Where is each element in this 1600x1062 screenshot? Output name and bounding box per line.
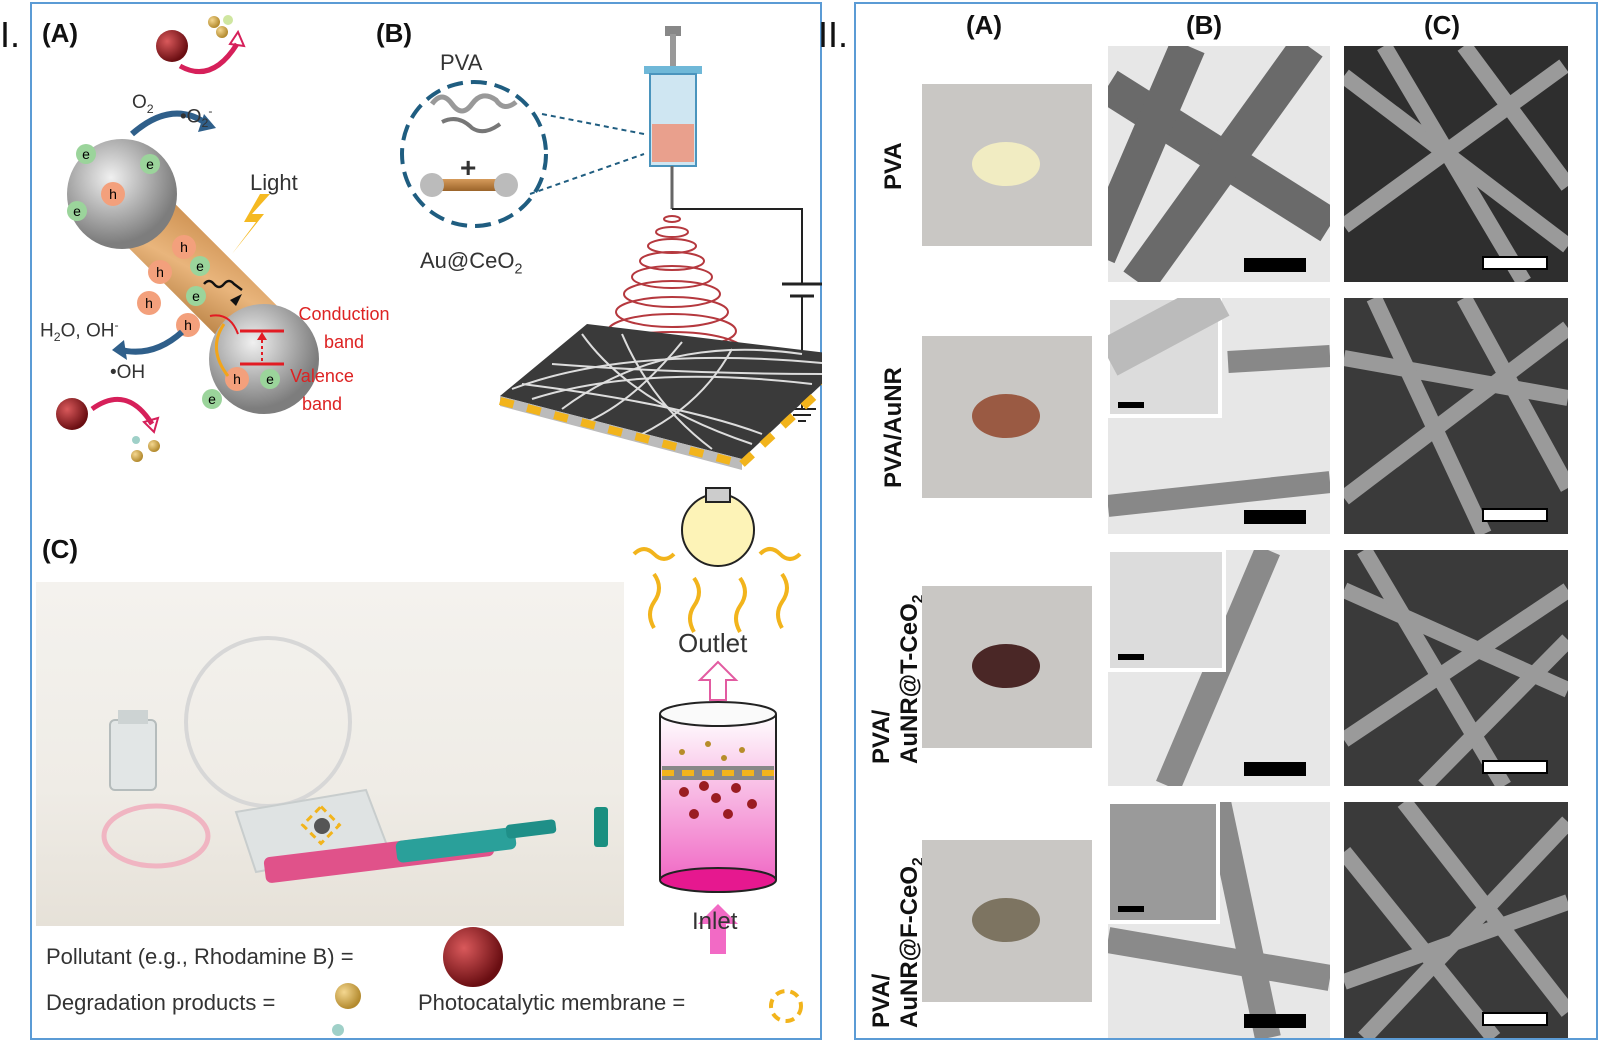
- panel-A-label: (A): [42, 18, 79, 48]
- pollutant-sphere: [156, 30, 188, 62]
- tem-image-pva-aunr-fceo2: [1108, 802, 1330, 1038]
- svg-text:h: h: [156, 264, 164, 280]
- panel-B-label: (B): [376, 18, 413, 48]
- au-ceo2-label: Au@CeO2: [420, 248, 523, 278]
- col-C-label: (C): [1424, 10, 1461, 40]
- row-label-pva-aunr: PVA/AuNR: [880, 367, 907, 488]
- membrane-photo-pva: [922, 84, 1092, 246]
- membrane-disc: [972, 644, 1040, 688]
- svg-text:e: e: [82, 146, 90, 162]
- valence-band-label: Valence band: [290, 366, 354, 414]
- superoxide-label: •O2-: [180, 104, 213, 131]
- tem-image-pva-aunr-tceo2: [1108, 550, 1330, 786]
- sem-image-pva: [1344, 46, 1568, 282]
- hydroxyl-label: •OH: [110, 362, 146, 383]
- electrospinning-setup: [400, 26, 822, 470]
- inlet-label: Inlet: [692, 908, 738, 935]
- svg-text:e: e: [196, 258, 204, 274]
- device-photo: [36, 582, 624, 926]
- part2-roman: II.: [818, 14, 849, 55]
- legend-degradation: Degradation products =: [46, 990, 276, 1015]
- flow-cell: [632, 487, 802, 954]
- water-label: H2O, OH-: [40, 318, 119, 345]
- light-label: Light: [250, 170, 298, 195]
- part1-panel: (A) e e e h h h h h e: [30, 2, 822, 1040]
- sem-image-pva-aunr: [1344, 298, 1568, 534]
- row-label-pva: PVA: [880, 142, 907, 190]
- legend-pollutant: Pollutant (e.g., Rhodamine B) =: [46, 944, 354, 969]
- membrane-disc: [972, 142, 1040, 186]
- photocatalysis-mechanism: e e e h h h h h e e h e e: [56, 15, 319, 462]
- panel-C-label: (C): [42, 534, 79, 564]
- o2-label: O2: [132, 92, 154, 116]
- membrane-disc: [972, 898, 1040, 942]
- light-bulb-icon: [681, 493, 755, 567]
- tem-image-pva-aunr: [1108, 298, 1330, 534]
- membrane-photo-pva-aunr: [922, 336, 1092, 498]
- svg-text:h: h: [109, 186, 117, 202]
- svg-text:h: h: [233, 371, 241, 387]
- pollutant-legend-icon: [443, 927, 503, 987]
- membrane-legend-icon: [769, 989, 803, 1023]
- outlet-label: Outlet: [678, 628, 748, 658]
- col-A-label: (A): [966, 10, 1003, 40]
- membrane-photo-pva-aunr-fceo2: [922, 840, 1092, 1002]
- conduction-band-label: Conduction band: [298, 304, 390, 352]
- part2-panel: (A) (B) (C) PVA PVA/AuNR PVA/AuNR@T-CeO2…: [854, 2, 1598, 1040]
- part1-roman: I.: [0, 14, 21, 55]
- membrane-disc: [972, 394, 1040, 438]
- plus-sign: +: [460, 152, 477, 183]
- svg-text:e: e: [208, 391, 216, 407]
- svg-text:h: h: [184, 317, 192, 333]
- col-B-label: (B): [1186, 10, 1223, 40]
- sem-image-pva-aunr-tceo2: [1344, 550, 1568, 786]
- membrane-photo-pva-aunr-tceo2: [922, 586, 1092, 748]
- sem-image-pva-aunr-fceo2: [1344, 802, 1568, 1038]
- svg-text:h: h: [180, 239, 188, 255]
- svg-text:e: e: [266, 371, 274, 387]
- pva-label: PVA: [440, 50, 483, 75]
- degradation-legend-icon: [332, 983, 361, 1036]
- svg-text:e: e: [192, 288, 200, 304]
- svg-text:h: h: [145, 295, 153, 311]
- tem-image-pva: [1108, 46, 1330, 282]
- lightning-icon: [232, 194, 270, 254]
- legend-membrane: Photocatalytic membrane =: [418, 990, 686, 1015]
- svg-text:e: e: [146, 156, 154, 172]
- svg-text:e: e: [73, 203, 81, 219]
